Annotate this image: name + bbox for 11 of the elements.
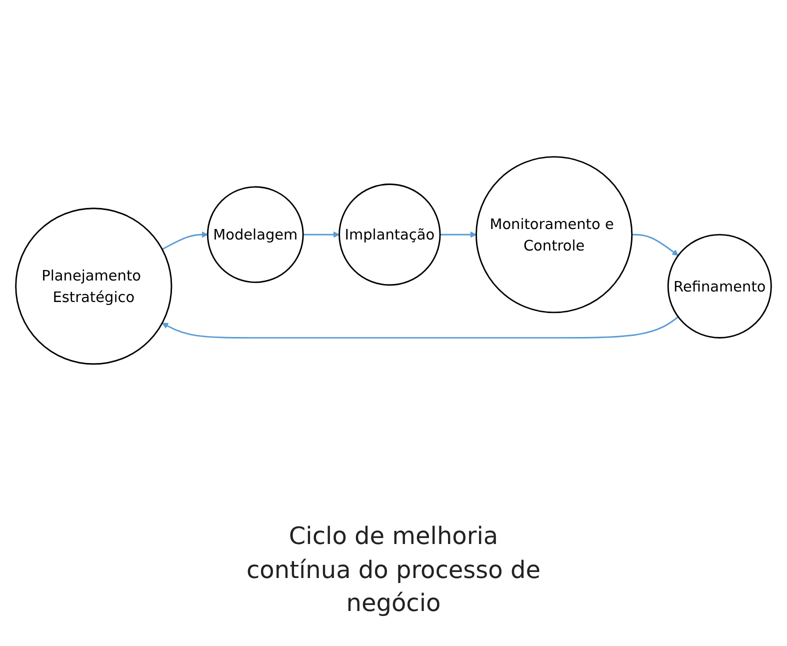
node-circle: Implantação xyxy=(338,183,441,286)
node-circle: Modelagem xyxy=(206,186,304,283)
node-circle: Planejamento Estratégico xyxy=(15,207,172,364)
arrow xyxy=(162,231,208,250)
arrow xyxy=(303,231,340,238)
node-circle: Monitoramento e Controle xyxy=(476,156,633,313)
arrow xyxy=(162,316,679,338)
center-caption: Ciclo de melhoria contínua do processo de negócio xyxy=(245,521,542,620)
arrow xyxy=(632,233,679,256)
node-circle: Refinamento xyxy=(667,234,772,338)
arrow xyxy=(440,231,477,238)
